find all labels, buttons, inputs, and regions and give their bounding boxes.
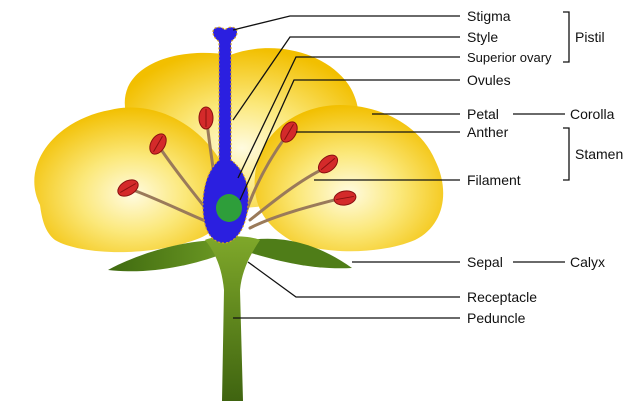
label-sepal: Sepal [467,254,503,270]
label-style: Style [467,29,498,45]
group-calyx: Calyx [570,254,605,270]
label-ovules: Ovules [467,72,511,88]
group-pistil: Pistil [575,29,605,45]
label-receptacle: Receptacle [467,289,537,305]
bracket-pistil [563,12,569,62]
label-filament: Filament [467,172,521,188]
label-stigma: Stigma [467,8,511,24]
labels: Stigma Style Superior ovary Ovules Petal… [467,8,623,326]
anther-3 [199,107,213,129]
label-petal: Petal [467,106,499,122]
label-anther: Anther [467,124,509,140]
leader-receptacle [248,262,460,297]
label-peduncle: Peduncle [467,310,526,326]
group-corolla: Corolla [570,106,615,122]
brackets [563,12,569,180]
label-superior-ovary: Superior ovary [467,50,552,65]
leader-stigma [233,16,460,30]
ovule [216,194,242,222]
bracket-stamen [563,128,569,180]
petal-right [255,105,444,251]
group-stamen: Stamen [575,146,623,162]
